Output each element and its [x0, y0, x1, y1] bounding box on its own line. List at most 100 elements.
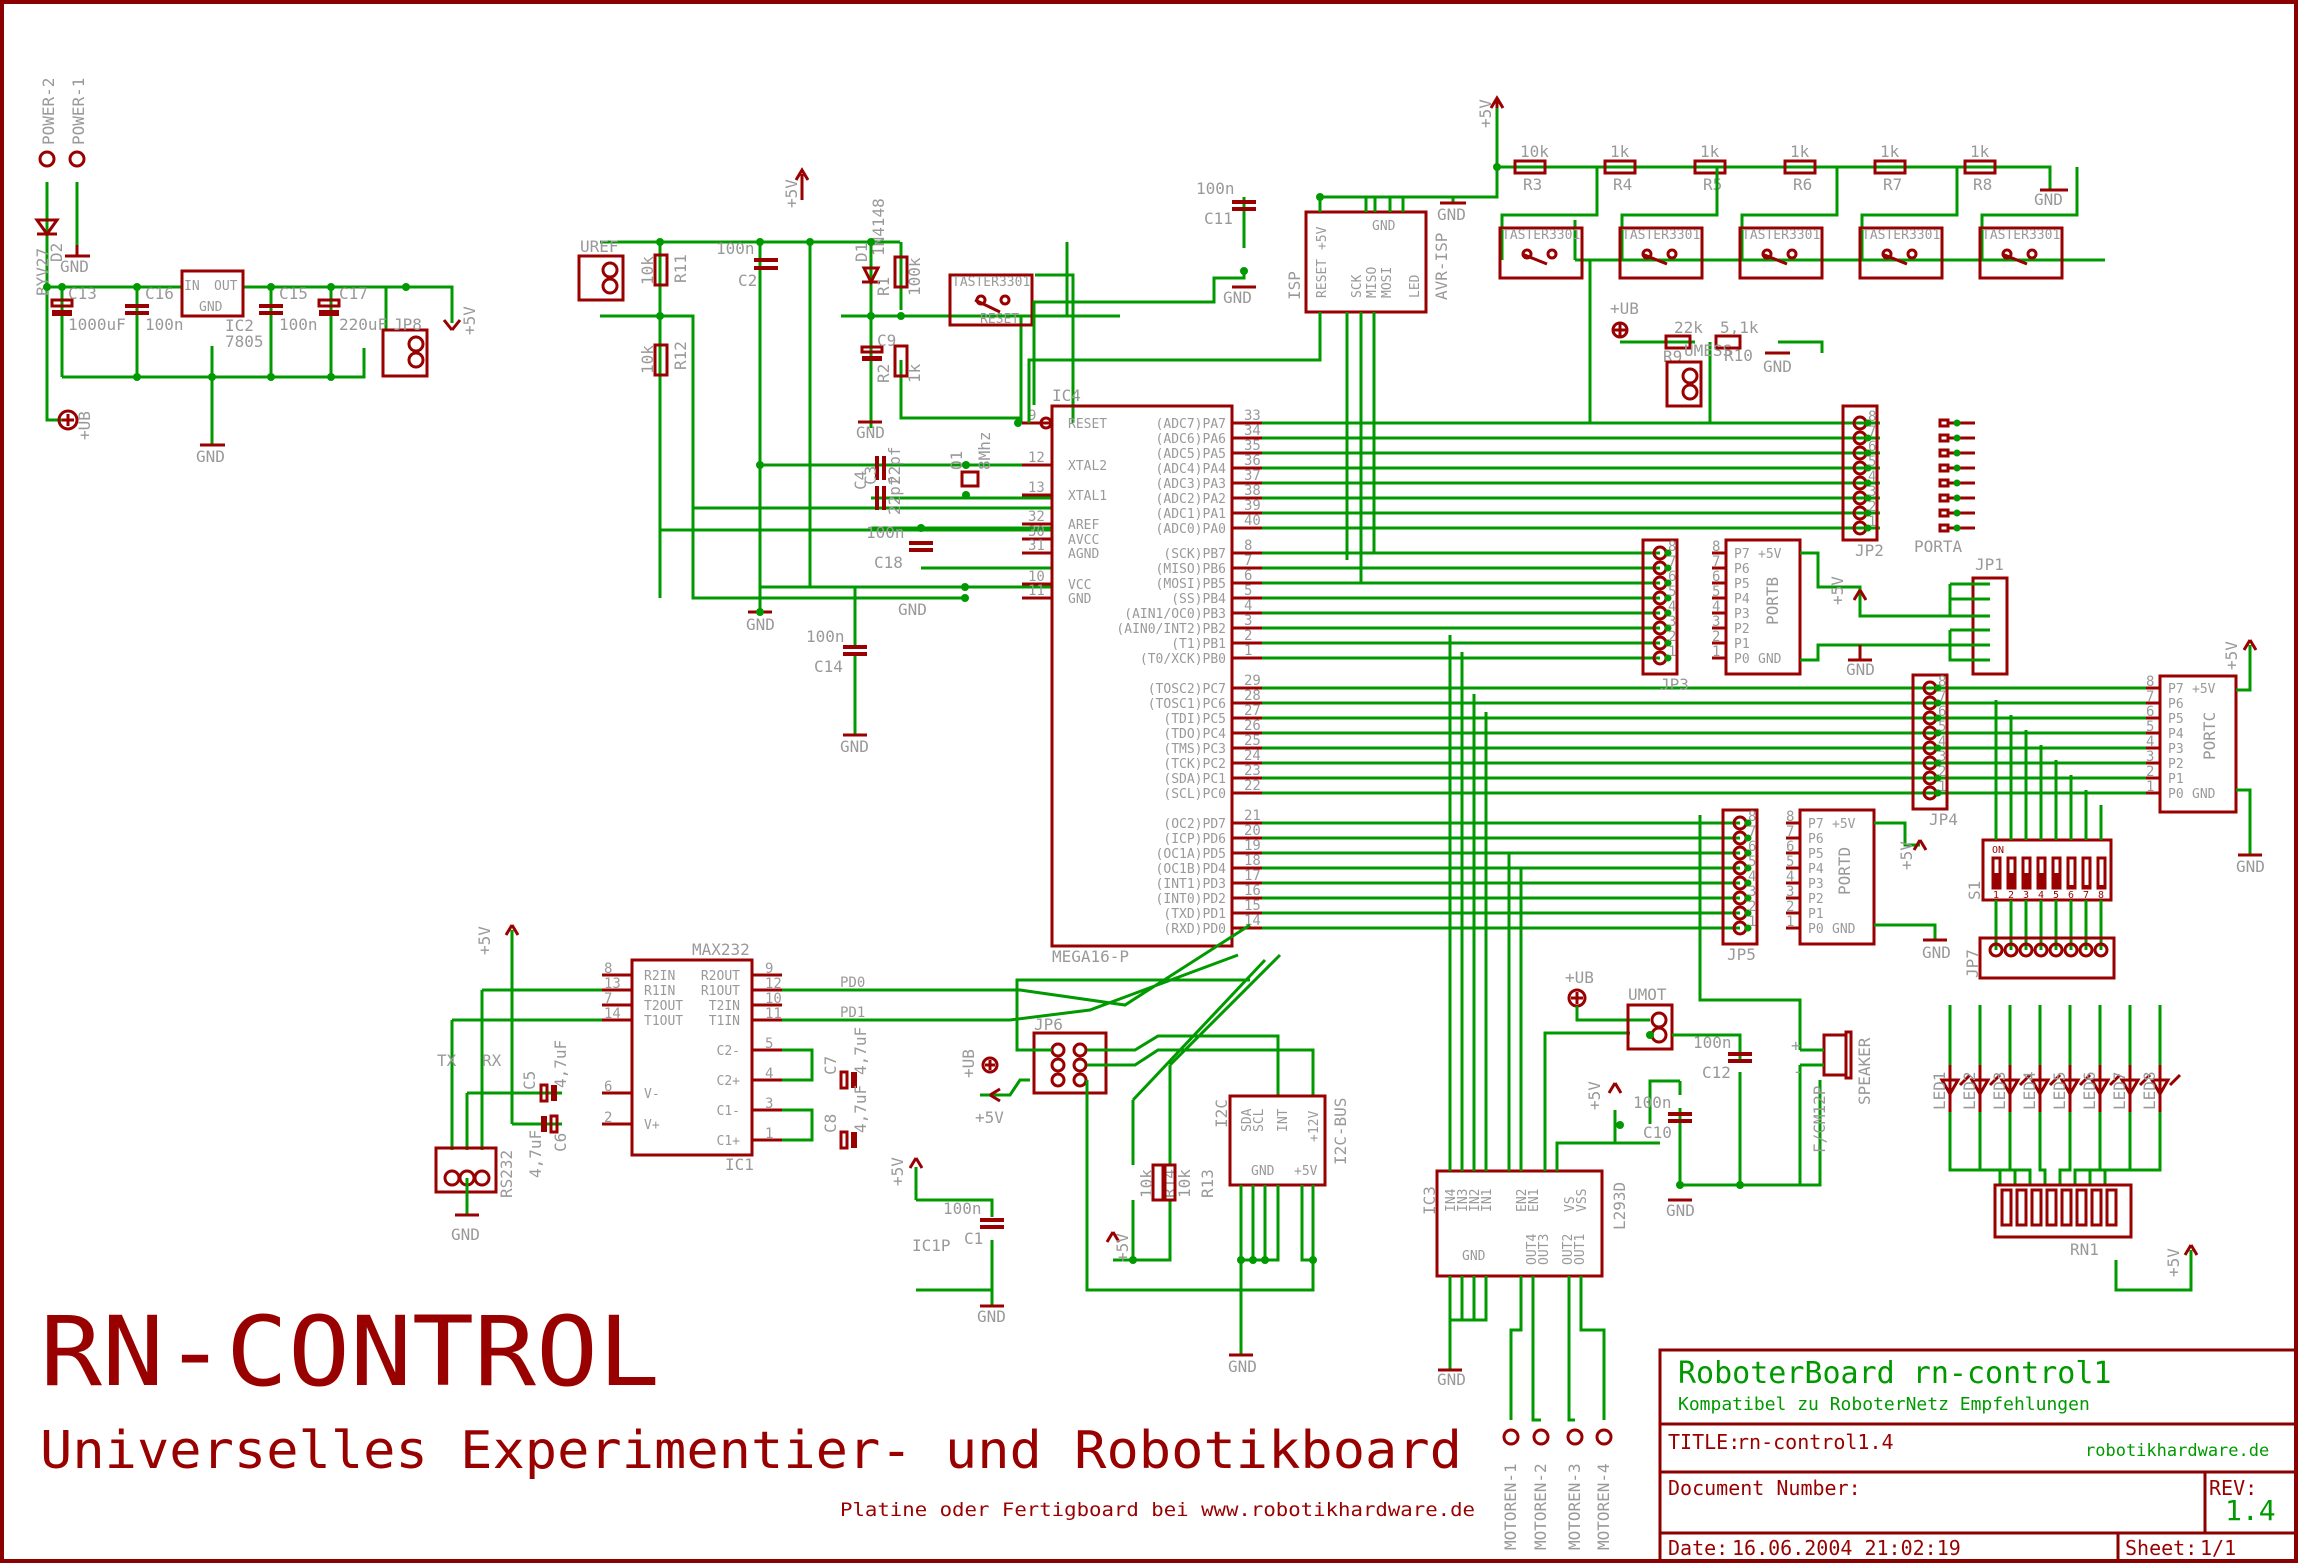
jp5-header[interactable]: [1721, 808, 1759, 946]
pin-label: (SCK)PB7: [1163, 547, 1226, 562]
svg-text:RS232: RS232: [497, 1150, 516, 1198]
pin-number: 31: [1028, 538, 1045, 554]
svg-text:C17: C17: [339, 284, 368, 303]
header-pin: [2093, 942, 2109, 958]
svg-text:PORTD: PORTD: [1835, 847, 1854, 895]
svg-text:GND: GND: [1666, 1201, 1695, 1220]
led-label: LED6: [2080, 1071, 2099, 1110]
svg-text:+5V: +5V: [460, 306, 479, 335]
pin-label: (OC1B)PD4: [1156, 862, 1227, 877]
jp7-header[interactable]: [1978, 936, 2116, 980]
jp3-header[interactable]: [1641, 538, 1679, 676]
motor-terminal[interactable]: [1532, 1428, 1550, 1446]
dip-switch-s1[interactable]: [1981, 838, 2113, 902]
svg-text:GND: GND: [1437, 205, 1466, 224]
header-pin: [2003, 942, 2019, 958]
ub-terminal-icon: [981, 1056, 999, 1074]
button-switch[interactable]: [1978, 226, 2064, 280]
port-pin-label: P1: [1734, 637, 1750, 652]
umess-jumper[interactable]: [1665, 360, 1703, 408]
ub-terminal-icon: [1611, 321, 1629, 339]
pin-number: 3: [1748, 884, 1756, 900]
button-switch[interactable]: [1618, 226, 1704, 280]
dip-toggle[interactable]: [2081, 856, 2092, 890]
pin-label: IN4: [1444, 1188, 1459, 1212]
svg-text:C7: C7: [821, 1056, 840, 1075]
button-switch[interactable]: [1738, 226, 1824, 280]
pin-label: T1OUT: [644, 1014, 683, 1029]
svg-text:RESET: RESET: [980, 312, 1019, 327]
svg-text:TITLE:: TITLE:: [1668, 1430, 1740, 1454]
power-2-terminal[interactable]: [38, 150, 56, 168]
pin-label: R1IN: [644, 984, 675, 999]
resistor-r12: [653, 343, 669, 377]
pin-number: 1: [1244, 643, 1252, 659]
svg-text:IC3: IC3: [1420, 1186, 1439, 1215]
pin-label: VS: [1563, 1196, 1578, 1212]
pin-number: 32: [1028, 509, 1045, 525]
pin-number: 2: [604, 1110, 612, 1126]
pin-number: 17: [1244, 868, 1261, 884]
svg-text:3: 3: [2146, 749, 2154, 765]
svg-text:C13: C13: [68, 284, 97, 303]
pin-number: 5: [1668, 584, 1676, 600]
jp4-header[interactable]: [1911, 673, 1949, 811]
svg-text:100k: 100k: [905, 257, 924, 296]
reset-button[interactable]: [948, 273, 1034, 327]
resistor-r8: [1963, 159, 1997, 175]
jumper-jp8[interactable]: [381, 328, 429, 378]
speaker-icon[interactable]: [1822, 1033, 1848, 1077]
pin-number: 8: [1748, 809, 1756, 825]
pin-label: (AIN0/INT2)PB2: [1116, 622, 1226, 637]
pin-number: 38: [1244, 483, 1261, 499]
pin-label: C1-: [717, 1104, 740, 1119]
portc-box: [2158, 674, 2238, 814]
svg-text:JP1: JP1: [1975, 555, 2004, 574]
svg-text:MISO: MISO: [1365, 267, 1380, 298]
button-switch[interactable]: [1858, 226, 1944, 280]
led-icon: [2029, 1065, 2051, 1112]
svg-text:+: +: [1791, 1036, 1801, 1055]
motor-terminal[interactable]: [1566, 1428, 1584, 1446]
port-pin-label: P2: [1734, 622, 1750, 637]
dip-toggle[interactable]: [2066, 856, 2077, 890]
umot-jumper[interactable]: [1626, 1003, 1674, 1051]
pin-number: 22: [1244, 778, 1261, 794]
svg-text:8: 8: [1712, 539, 1720, 555]
svg-text:GND: GND: [60, 257, 89, 276]
jp6-header[interactable]: [1032, 1031, 1108, 1095]
regulator-7805: [180, 269, 245, 318]
pin-label: RESET: [1068, 417, 1107, 432]
resistor-value: 1k: [1700, 142, 1720, 161]
pin-number: 14: [604, 1006, 621, 1022]
jp2-header[interactable]: [1841, 404, 1879, 542]
svg-text:8: 8: [2098, 890, 2104, 901]
motor-terminal[interactable]: [1595, 1428, 1613, 1446]
banner-title: RN-CONTROL: [40, 1296, 660, 1408]
dip-toggle[interactable]: [2096, 856, 2107, 890]
svg-text:GND: GND: [1437, 1370, 1466, 1389]
pin-label: IN1: [1480, 1189, 1495, 1212]
uref-jumper[interactable]: [577, 254, 625, 302]
resistor-name: R4: [1613, 175, 1632, 194]
motor-terminal[interactable]: [1502, 1428, 1520, 1446]
svg-text:R10: R10: [1724, 346, 1753, 365]
diode-icon: [861, 266, 881, 286]
pin-number: 8: [1868, 409, 1876, 425]
pin-number: 34: [1244, 423, 1261, 439]
svg-text:C8: C8: [821, 1114, 840, 1133]
button-switch[interactable]: [1498, 226, 1584, 280]
resistor-r7: [1873, 159, 1907, 175]
port-pin-label: P6: [1808, 832, 1824, 847]
pin-number: 3: [765, 1096, 773, 1112]
power-1-terminal[interactable]: [68, 150, 86, 168]
svg-text:IC2: IC2: [225, 316, 254, 335]
svg-text:D1: D1: [852, 243, 871, 262]
svg-text:100n: 100n: [806, 627, 845, 646]
pin-label: (SCL)PC0: [1163, 787, 1226, 802]
pin-number: 3: [1244, 613, 1252, 629]
pin-number: 1: [1748, 914, 1756, 930]
jp1-header[interactable]: [1971, 576, 2009, 676]
